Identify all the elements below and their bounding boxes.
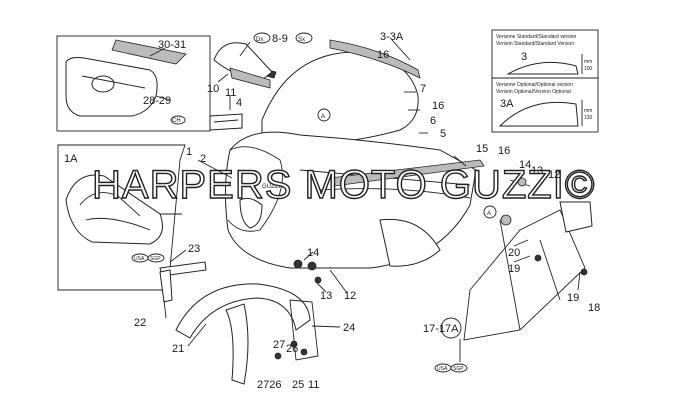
cover-hole bbox=[91, 75, 115, 93]
marker-17a bbox=[440, 317, 462, 339]
optional-mm: mm bbox=[584, 108, 592, 114]
bracket-leg bbox=[159, 269, 173, 303]
main-fairing-assembly: GUZZI bbox=[209, 39, 485, 269]
sgp-badge-2 bbox=[450, 363, 468, 373]
label-sx: Sx bbox=[298, 37, 305, 43]
label-5: 5 bbox=[440, 128, 446, 140]
label-13-right: 13 bbox=[531, 165, 543, 177]
sgp-badge-1 bbox=[147, 253, 165, 263]
label-19-b: 19 bbox=[567, 292, 579, 304]
label-2726: 2726 bbox=[257, 379, 281, 391]
callout-labels: Dx 8-9 Sx 3-3A 16 7 16 6 5 10 11 4 1 2 1… bbox=[134, 31, 600, 391]
marker-a-screen bbox=[317, 108, 331, 122]
label-13-mid: 13 bbox=[320, 290, 332, 302]
mudguard-strut bbox=[289, 299, 319, 361]
subframe-outline bbox=[463, 209, 586, 341]
leader-lines bbox=[163, 39, 581, 362]
fairing-subframe bbox=[463, 177, 593, 341]
fairing-1a bbox=[65, 174, 163, 245]
label-11-bottom: 11 bbox=[308, 379, 319, 391]
label-24: 24 bbox=[343, 322, 355, 334]
headlight bbox=[239, 197, 263, 229]
label-usa-1: USA bbox=[134, 256, 145, 262]
optional-height: 130 bbox=[584, 115, 593, 121]
label-12-mid: 12 bbox=[344, 290, 356, 302]
standard-version-line1: Versione Standard/Standard version bbox=[496, 34, 577, 40]
mudguard-assembly bbox=[159, 259, 322, 385]
label-27-a: 27 bbox=[273, 339, 285, 351]
label-10: 10 bbox=[207, 83, 219, 95]
label-21: 21 bbox=[172, 343, 184, 355]
marker-a-frame bbox=[483, 205, 497, 219]
decal-plate bbox=[209, 113, 243, 131]
label-2: 2 bbox=[200, 153, 206, 165]
label-1: 1 bbox=[186, 146, 192, 158]
mirror bbox=[213, 42, 273, 81]
label-16-top: 16 bbox=[377, 49, 389, 61]
sx-badge bbox=[295, 32, 313, 44]
fairing-variant-inset: 1A USA SGP bbox=[57, 144, 186, 291]
subframe-bracket bbox=[559, 201, 593, 233]
standard-height: 100 bbox=[584, 66, 593, 72]
optional-version-number: 3A bbox=[500, 98, 514, 110]
optional-version-line2: Version Optional/Version Optional bbox=[496, 89, 571, 95]
mudguard-rear-blade bbox=[225, 303, 249, 385]
label-12-right: 12 bbox=[548, 169, 560, 181]
version-inset: Versione Standard/Standard version Versi… bbox=[491, 29, 599, 133]
label-23: 23 bbox=[188, 243, 200, 255]
label-25: 25 bbox=[292, 379, 304, 391]
label-18: 18 bbox=[588, 302, 600, 314]
label-14-mid: 14 bbox=[307, 247, 319, 259]
fairing-decal: GUZZI bbox=[262, 184, 280, 190]
version-frame bbox=[491, 29, 599, 133]
standard-version-number: 3 bbox=[521, 51, 527, 63]
label-14-right: 14 bbox=[519, 159, 531, 171]
label-1a: 1A bbox=[64, 153, 78, 165]
mirror-stalk bbox=[229, 67, 271, 89]
variant-frame bbox=[57, 144, 186, 291]
label-19-a: 19 bbox=[508, 263, 520, 275]
standard-mm: mm bbox=[584, 59, 592, 65]
label-16-right: 16 bbox=[498, 145, 510, 157]
label-sgp-2: SGP bbox=[453, 366, 464, 372]
standard-version-line2: Version Standard/Standard Version bbox=[496, 41, 574, 47]
dx-badge bbox=[253, 32, 271, 44]
optional-version-line1: Versione Optional/Optional version bbox=[496, 82, 573, 88]
label-4: 4 bbox=[236, 97, 242, 109]
label-15: 15 bbox=[476, 143, 488, 155]
label-28-29: 28-29 bbox=[143, 95, 171, 107]
ch-badge bbox=[170, 115, 186, 125]
label-6: 6 bbox=[430, 115, 436, 127]
label-20: 20 bbox=[508, 247, 520, 259]
standard-windscreen bbox=[506, 61, 579, 75]
label-30-31: 30-31 bbox=[158, 39, 186, 51]
front-mudguard bbox=[175, 283, 311, 339]
side-panel-inset: 30-31 28-29 CH bbox=[56, 35, 211, 132]
label-3-3a: 3-3A bbox=[380, 31, 404, 43]
label-17-17a: 17-17A bbox=[423, 323, 459, 335]
label-16-mid: 16 bbox=[432, 100, 444, 112]
fairing-lower-panel bbox=[379, 218, 441, 267]
windscreen-trim bbox=[329, 39, 421, 79]
label-sgp-1: SGP bbox=[150, 256, 161, 262]
label-7: 7 bbox=[420, 83, 426, 95]
optional-windscreen bbox=[498, 101, 579, 127]
label-a-screen: A bbox=[321, 114, 325, 120]
label-usa-2: USA bbox=[437, 366, 448, 372]
label-22: 22 bbox=[134, 317, 146, 329]
inset-frame bbox=[56, 35, 211, 132]
watermark: HARPERS MOTO GUZZI© bbox=[92, 163, 595, 207]
label-a-frame: A bbox=[487, 211, 491, 217]
side-trim bbox=[329, 159, 485, 187]
label-dx: Dx bbox=[256, 37, 263, 43]
label-8-9: 8-9 bbox=[272, 33, 288, 45]
label-ch: CH bbox=[172, 118, 181, 124]
label-26-a: 26 bbox=[286, 343, 298, 355]
label-11-top: 11 bbox=[225, 87, 236, 99]
